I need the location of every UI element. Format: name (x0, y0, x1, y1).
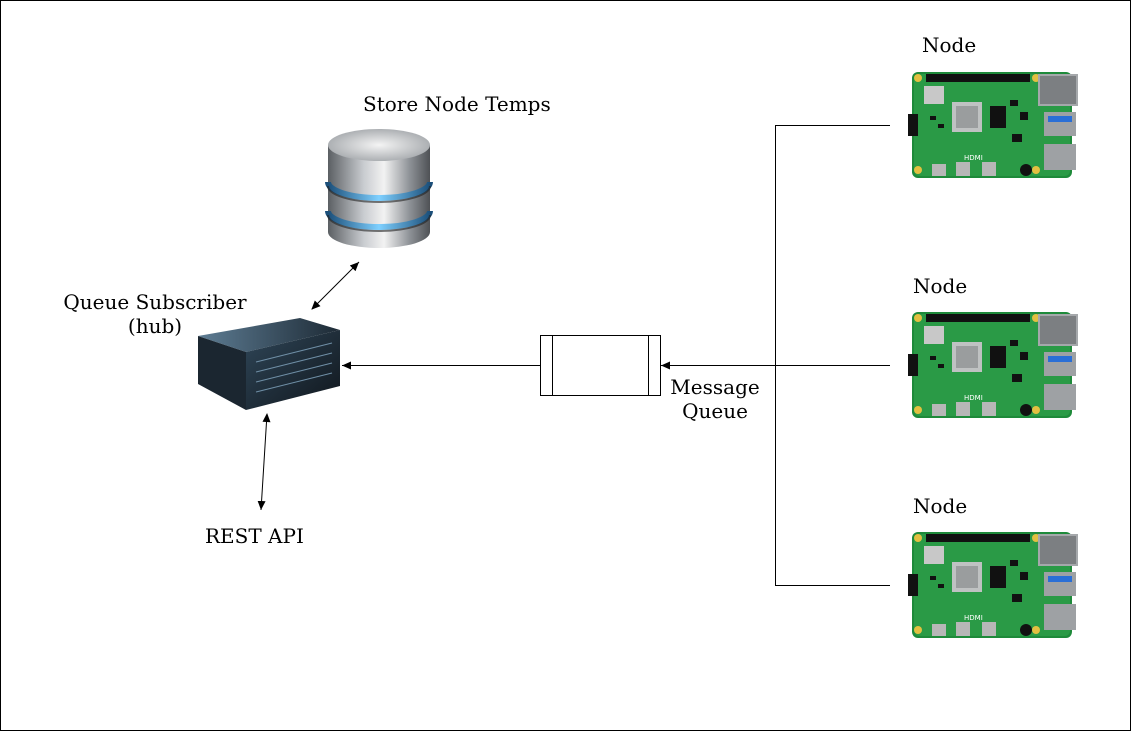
queue-label-line2: Queue (682, 399, 748, 423)
db-hub-arrow (311, 261, 360, 310)
hub-api-arrow (257, 413, 271, 511)
database-icon (325, 129, 433, 248)
connectors (257, 125, 890, 586)
message-queue-box (540, 335, 661, 396)
api-label: REST API (205, 524, 304, 548)
node-2-board-icon (908, 312, 1078, 418)
db-label: Store Node Temps (363, 92, 551, 116)
hub-label-line2: (hub) (127, 314, 183, 338)
node1-connector (775, 125, 890, 366)
node-2-label: Node (913, 274, 968, 298)
hub-label-line1: Queue Subscriber (63, 290, 247, 314)
node-1-board-icon (908, 72, 1078, 178)
node-3-label: Node (913, 494, 968, 518)
server-icon (198, 318, 340, 410)
queue-label-line1: Message (670, 375, 760, 399)
node-1-label: Node (922, 33, 977, 57)
node-3-board-icon (908, 532, 1078, 638)
node3-connector (775, 365, 890, 586)
